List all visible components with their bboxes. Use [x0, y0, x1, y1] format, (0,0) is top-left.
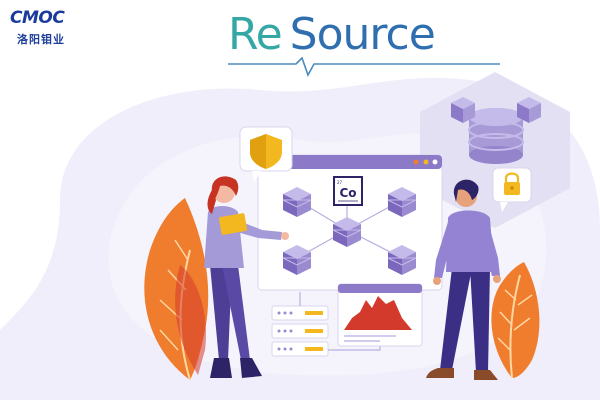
- chart-window: [337, 283, 423, 347]
- shield-bubble: [239, 126, 293, 182]
- element-symbol: Co: [339, 186, 356, 200]
- cube-icon: [517, 97, 541, 123]
- man-figure: [426, 179, 501, 380]
- cube-icon: [282, 245, 312, 275]
- cube-icon: [332, 217, 362, 247]
- mountain-chart-icon: [344, 296, 412, 330]
- padlock-bubble: [492, 167, 532, 212]
- headline-part-two: Source: [289, 9, 436, 60]
- window-dot: [432, 159, 438, 165]
- headline-part-one: Re: [228, 9, 283, 60]
- leaf-plant-right: [491, 262, 540, 379]
- svg-text:27: 27: [337, 180, 343, 185]
- logo-text: CMOC: [10, 8, 65, 28]
- server-rack-icon: [271, 292, 381, 357]
- cube-icon: [282, 187, 312, 217]
- leaf-plant-left: [144, 198, 209, 381]
- headline-underline: [228, 56, 500, 77]
- cmoc-logo: CMOC 洛阳钼业: [10, 8, 100, 48]
- cube-icon: [387, 245, 417, 275]
- window-dot: [423, 159, 429, 165]
- logo-subtitle: 洛阳钼业: [17, 33, 65, 46]
- padlock-icon: [504, 172, 520, 182]
- database-icon: [468, 108, 524, 164]
- cobalt-element-tile: 27 Co: [333, 176, 363, 206]
- cube-icon: [387, 187, 417, 217]
- woman-figure: [204, 176, 289, 378]
- cube-icon: [451, 97, 475, 123]
- window-dot: [413, 159, 419, 165]
